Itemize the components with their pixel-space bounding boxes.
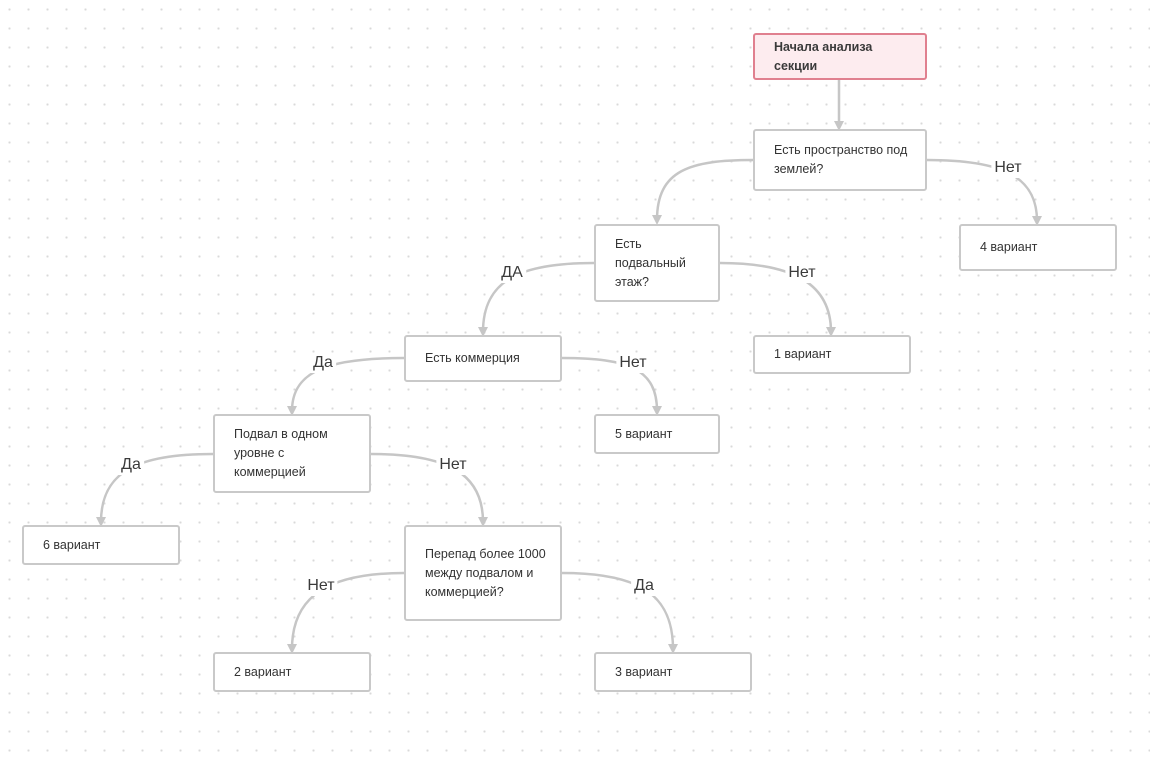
edge-label-underground-no: Нет [991, 158, 1025, 178]
edge-label-drop-yes: Да [631, 576, 657, 596]
edge-label-drop-no: Нет [304, 576, 338, 596]
node-variant-3-label: 3 вариант [615, 664, 673, 679]
node-same-level[interactable]: Подвал в одном уровне с коммерцией [213, 414, 371, 493]
node-variant-2-label: 2 вариант [234, 664, 292, 679]
edge-label-basement-no: Нет [785, 263, 819, 283]
edge-label-commerce-no: Нет [616, 353, 650, 373]
node-start-label: Начала анализа секции [774, 39, 873, 73]
edge-underground-to-basement [652, 158, 755, 225]
node-commerce-label: Есть коммерция [425, 351, 520, 365]
node-drop-label: Перепад более 1000 между подвалом и комм… [425, 546, 546, 599]
node-start[interactable]: Начала анализа секции [753, 33, 927, 80]
edge-label-commerce-yes: Да [310, 353, 336, 373]
node-variant-1-label: 1 вариант [774, 347, 832, 361]
node-variant-2[interactable]: 2 вариант [213, 652, 371, 692]
node-basement[interactable]: Есть подвальный этаж? [594, 224, 720, 302]
edge-label-same-level-yes: Да [118, 455, 144, 475]
node-drop[interactable]: Перепад более 1000 между подвалом и комм… [404, 525, 562, 621]
node-underground[interactable]: Есть пространство под землей? [753, 129, 927, 191]
node-basement-label: Есть подвальный этаж? [615, 236, 686, 289]
edge-label-same-level-no: Нет [436, 455, 470, 475]
node-variant-3[interactable]: 3 вариант [594, 652, 752, 692]
node-variant-6-label: 6 вариант [43, 537, 101, 552]
node-variant-6[interactable]: 6 вариант [22, 525, 180, 565]
node-variant-5[interactable]: 5 вариант [594, 414, 720, 454]
node-commerce[interactable]: Есть коммерция [404, 335, 562, 382]
node-variant-4[interactable]: 4 вариант [959, 224, 1117, 271]
node-same-level-label: Подвал в одном уровне с коммерцией [234, 427, 328, 479]
edge-label-basement-yes: ДА [498, 263, 526, 283]
node-variant-5-label: 5 вариант [615, 426, 673, 441]
node-underground-label: Есть пространство под землей? [774, 143, 908, 176]
edge-commerce-yes [287, 356, 406, 416]
node-variant-4-label: 4 вариант [980, 240, 1038, 254]
node-variant-1[interactable]: 1 вариант [753, 335, 911, 374]
